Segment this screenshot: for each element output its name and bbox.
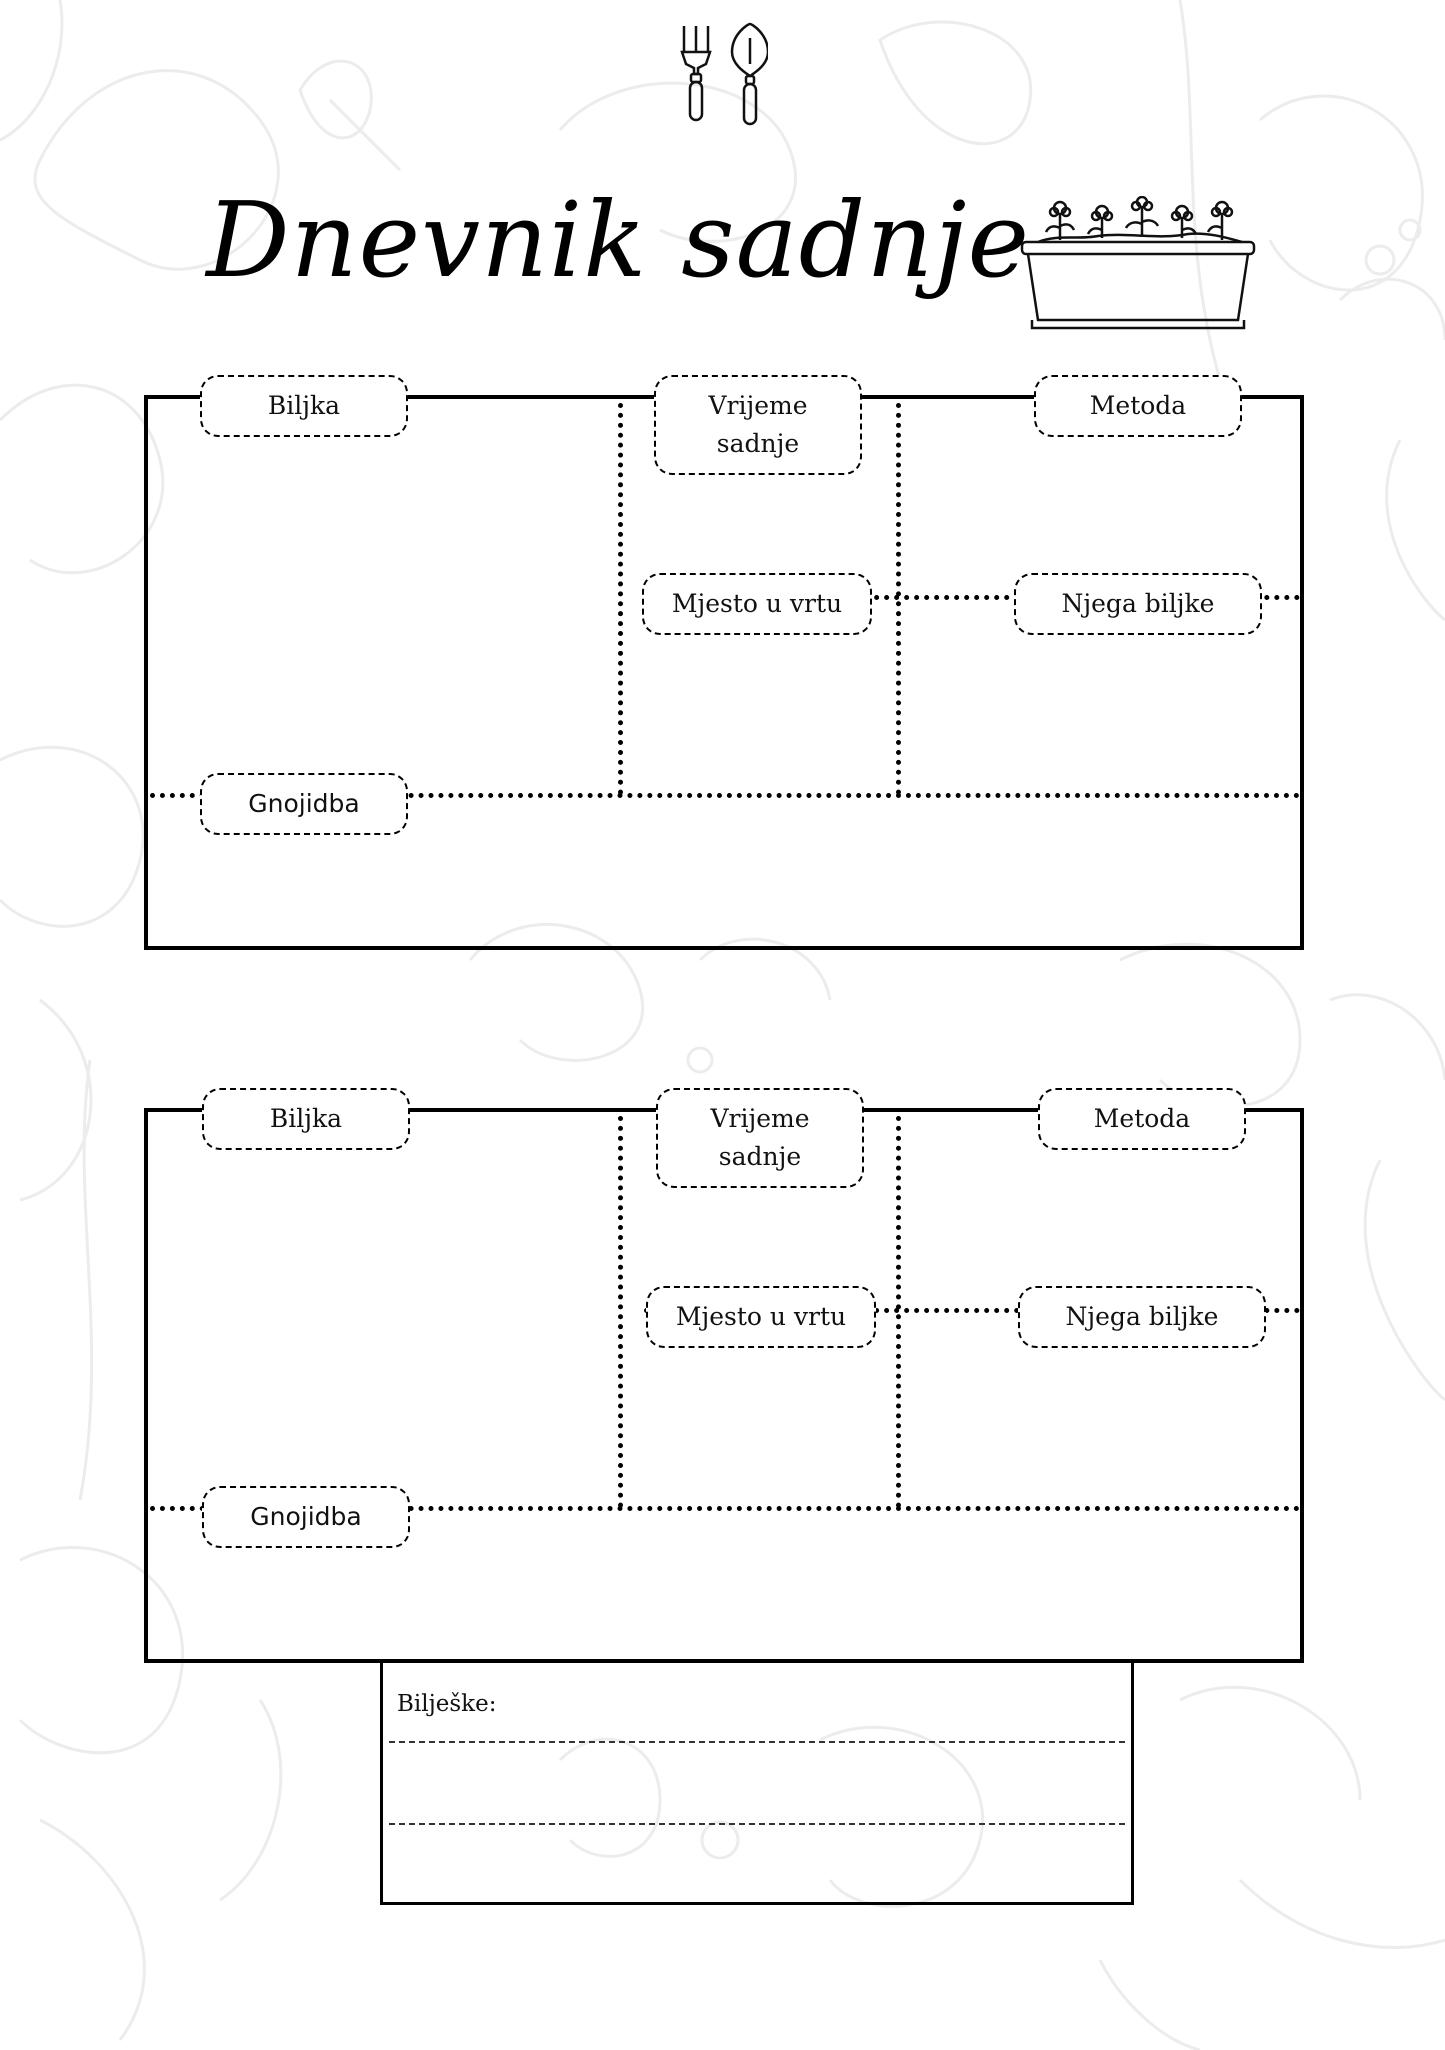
notes-box: Bilješke: bbox=[380, 1663, 1134, 1905]
fertilization-label: Gnojidba bbox=[200, 773, 408, 835]
notes-line[interactable] bbox=[389, 1741, 1125, 1743]
method-label: Metoda bbox=[1038, 1088, 1246, 1150]
garden-tools-icon bbox=[680, 22, 768, 126]
garden-location-label: Mjesto u vrtu bbox=[646, 1286, 876, 1348]
plant-care-label: Njega biljke bbox=[1014, 573, 1262, 635]
garden-location-label: Mjesto u vrtu bbox=[642, 573, 872, 635]
divider-horizontal bbox=[644, 1308, 1300, 1313]
divider-horizontal bbox=[150, 1506, 1300, 1511]
planting-card-2: Biljka Vrijeme sadnje Metoda Mjesto u vr… bbox=[144, 1088, 1304, 1663]
divider-horizontal bbox=[644, 595, 1300, 600]
planting-card-1: Biljka Vrijeme sadnje Metoda Mjesto u vr… bbox=[144, 375, 1304, 950]
card-frame bbox=[144, 395, 1304, 950]
plant-label: Biljka bbox=[200, 375, 408, 437]
card-frame bbox=[144, 1108, 1304, 1663]
divider-vertical bbox=[618, 403, 623, 795]
divider-horizontal bbox=[150, 793, 1300, 798]
divider-vertical bbox=[618, 1116, 623, 1508]
method-label: Metoda bbox=[1034, 375, 1242, 437]
notes-label: Bilješke: bbox=[397, 1691, 497, 1717]
planting-time-label: Vrijeme sadnje bbox=[656, 1088, 864, 1188]
planting-time-label: Vrijeme sadnje bbox=[654, 375, 862, 475]
notes-line[interactable] bbox=[389, 1823, 1125, 1825]
plant-label: Biljka bbox=[202, 1088, 410, 1150]
plant-care-label: Njega biljke bbox=[1018, 1286, 1266, 1348]
flower-planter-icon bbox=[1020, 196, 1256, 330]
page-title: Dnevnik sadnje bbox=[206, 179, 1030, 301]
fertilization-label: Gnojidba bbox=[202, 1486, 410, 1548]
